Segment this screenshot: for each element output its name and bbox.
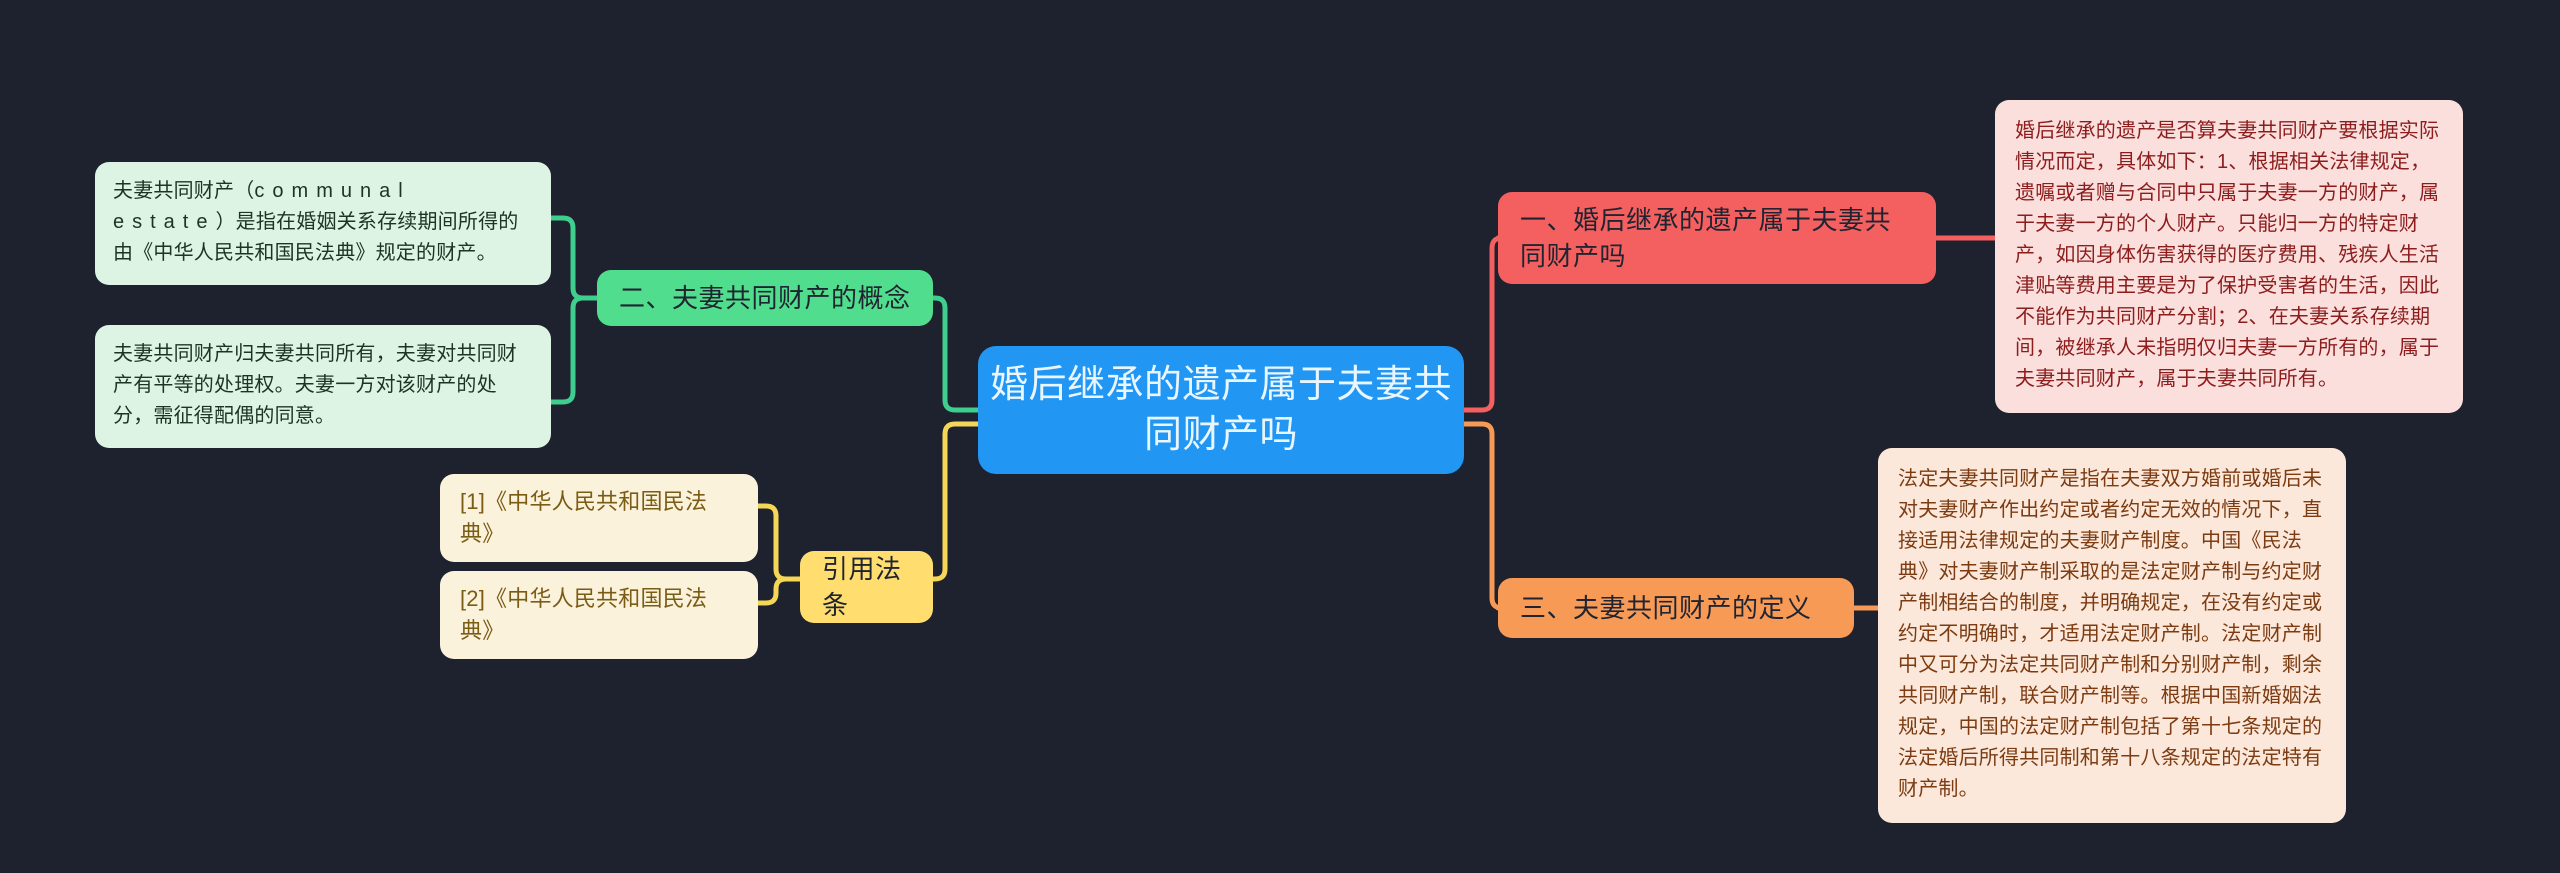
leaf-concept-ownership-text: 夫妻共同财产归夫妻共同所有，夫妻对共同财产有平等的处理权。夫妻一方对该财产的处分… (113, 343, 517, 427)
link-root-to-concept (930, 295, 981, 413)
communal-estate-term: communal estate (113, 180, 411, 233)
topic-definition[interactable]: 三、夫妻共同财产的定义 (1498, 578, 1854, 638)
citation-item-1[interactable]: [1]《中华人民共和国民法典》 (440, 474, 758, 562)
link-citations-to-cite-1 (755, 503, 803, 582)
topic-concept[interactable]: 二、夫妻共同财产的概念 (597, 270, 933, 326)
topic-citations[interactable]: 引用法条 (800, 551, 933, 623)
leaf-concept-definition[interactable]: 夫妻共同财产（communal estate）是指在婚姻关系存续期间所得的由《中… (95, 162, 551, 285)
citation-item-1-text: [1]《中华人民共和国民法典》 (460, 489, 708, 546)
leaf-definition-detail-text: 法定夫妻共同财产是指在夫妻双方婚前或婚后未对夫妻财产作出约定或者约定无效的情况下… (1898, 468, 2323, 800)
topic-citations-label: 引用法条 (822, 554, 902, 620)
leaf-definition-detail[interactable]: 法定夫妻共同财产是指在夫妻双方婚前或婚后未对夫妻财产作出约定或者约定无效的情况下… (1878, 448, 2346, 823)
leaf-concept-definition-text: 夫妻共同财产（communal estate）是指在婚姻关系存续期间所得的由《中… (113, 180, 519, 264)
root-node[interactable]: 婚后继承的遗产属于夫妻共同财产吗 (978, 346, 1464, 474)
topic-definition-label: 三、夫妻共同财产的定义 (1520, 593, 1812, 623)
leaf-inheritance-detail[interactable]: 婚后继承的遗产是否算夫妻共同财产要根据实际情况而定，具体如下：1、根据相关法律规… (1995, 100, 2463, 413)
link-root-to-inheritance (1461, 235, 1503, 413)
topic-inheritance[interactable]: 一、婚后继承的遗产属于夫妻共同财产吗 (1498, 192, 1936, 284)
topic-inheritance-label: 一、婚后继承的遗产属于夫妻共同财产吗 (1520, 205, 1892, 271)
link-concept-to-leaf-2 (548, 295, 600, 405)
link-root-to-citations (930, 421, 981, 582)
leaf-inheritance-detail-text: 婚后继承的遗产是否算夫妻共同财产要根据实际情况而定，具体如下：1、根据相关法律规… (2015, 120, 2440, 390)
link-root-to-definition (1461, 421, 1503, 611)
citation-item-2[interactable]: [2]《中华人民共和国民法典》 (440, 571, 758, 659)
root-node-label: 婚后继承的遗产属于夫妻共同财产吗 (989, 364, 1452, 456)
citation-item-2-text: [2]《中华人民共和国民法典》 (460, 586, 708, 643)
link-citations-to-cite-2 (755, 576, 803, 606)
leaf-concept-ownership[interactable]: 夫妻共同财产归夫妻共同所有，夫妻对共同财产有平等的处理权。夫妻一方对该财产的处分… (95, 325, 551, 448)
link-concept-to-leaf-1 (548, 215, 600, 301)
topic-concept-label: 二、夫妻共同财产的概念 (619, 283, 911, 313)
